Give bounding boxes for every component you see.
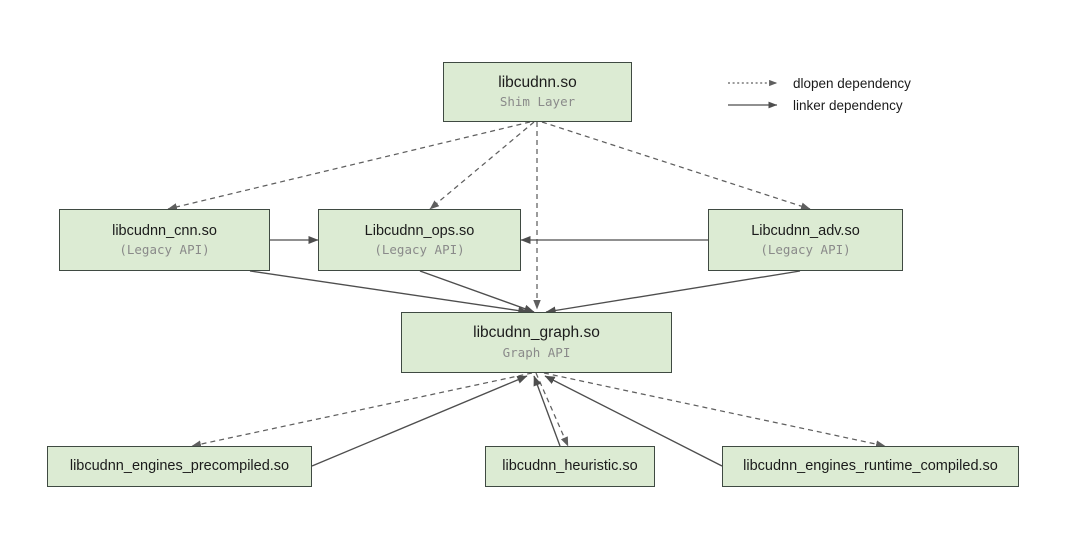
edge-shim-to-cnn <box>167 121 531 211</box>
legend-label-dlopen: dlopen dependency <box>793 75 911 91</box>
edge-runtime-to-graph <box>544 375 723 467</box>
edge-graph-to-precompiled <box>191 372 533 448</box>
node-libcudnn-engines-precompiled-so[interactable]: libcudnn_engines_precompiled.so <box>47 446 312 487</box>
node-title: libcudnn_heuristic.so <box>502 458 638 475</box>
node-subtitle: (Legacy API) <box>760 241 851 257</box>
node-title: libcudnn.so <box>498 73 577 91</box>
node-subtitle: (Legacy API) <box>374 241 465 257</box>
node-libcudnn-heuristic-so[interactable]: libcudnn_heuristic.so <box>485 446 655 487</box>
edge-heuristic-to-graph <box>533 375 561 447</box>
solid-arrow-icon <box>728 101 778 109</box>
legend: dlopen dependency linker dependency <box>727 72 967 116</box>
legend-item-linker: linker dependency <box>727 94 967 116</box>
node-libcudnn-cnn-so[interactable]: libcudnn_cnn.so (Legacy API) <box>59 209 270 271</box>
edge-ops-to-graph <box>419 270 535 313</box>
node-title: libcudnn_engines_runtime_compiled.so <box>743 458 998 475</box>
edge-shim-to-adv <box>541 121 811 210</box>
node-libcudnn-so[interactable]: libcudnn.so Shim Layer <box>443 62 632 122</box>
node-title: Libcudnn_ops.so <box>364 222 475 239</box>
edge-graph-to-runtime <box>543 372 886 448</box>
node-libcudnn-graph-so[interactable]: libcudnn_graph.so Graph API <box>401 312 672 373</box>
legend-label-linker: linker dependency <box>793 97 903 113</box>
dotted-arrow-icon <box>728 79 778 87</box>
node-title: Libcudnn_adv.so <box>751 222 860 239</box>
edge-graph-to-heuristic <box>535 372 569 447</box>
edge-precompiled-to-graph <box>311 375 528 467</box>
edge-adv-to-graph <box>545 270 801 315</box>
legend-item-dlopen: dlopen dependency <box>727 72 967 94</box>
node-subtitle: Shim Layer <box>499 94 576 110</box>
node-libcudnn-adv-so[interactable]: Libcudnn_adv.so (Legacy API) <box>708 209 903 271</box>
node-libcudnn-ops-so[interactable]: Libcudnn_ops.so (Legacy API) <box>318 209 521 271</box>
node-title: libcudnn_cnn.so <box>112 222 217 239</box>
node-title: libcudnn_graph.so <box>473 324 600 342</box>
node-title: libcudnn_engines_precompiled.so <box>69 458 290 475</box>
node-libcudnn-engines-runtime-compiled-so[interactable]: libcudnn_engines_runtime_compiled.so <box>722 446 1019 487</box>
node-subtitle: Graph API <box>502 344 571 360</box>
edge-cnn-to-graph <box>249 270 529 315</box>
node-subtitle: (Legacy API) <box>119 241 210 257</box>
edge-shim-to-ops <box>429 121 535 210</box>
